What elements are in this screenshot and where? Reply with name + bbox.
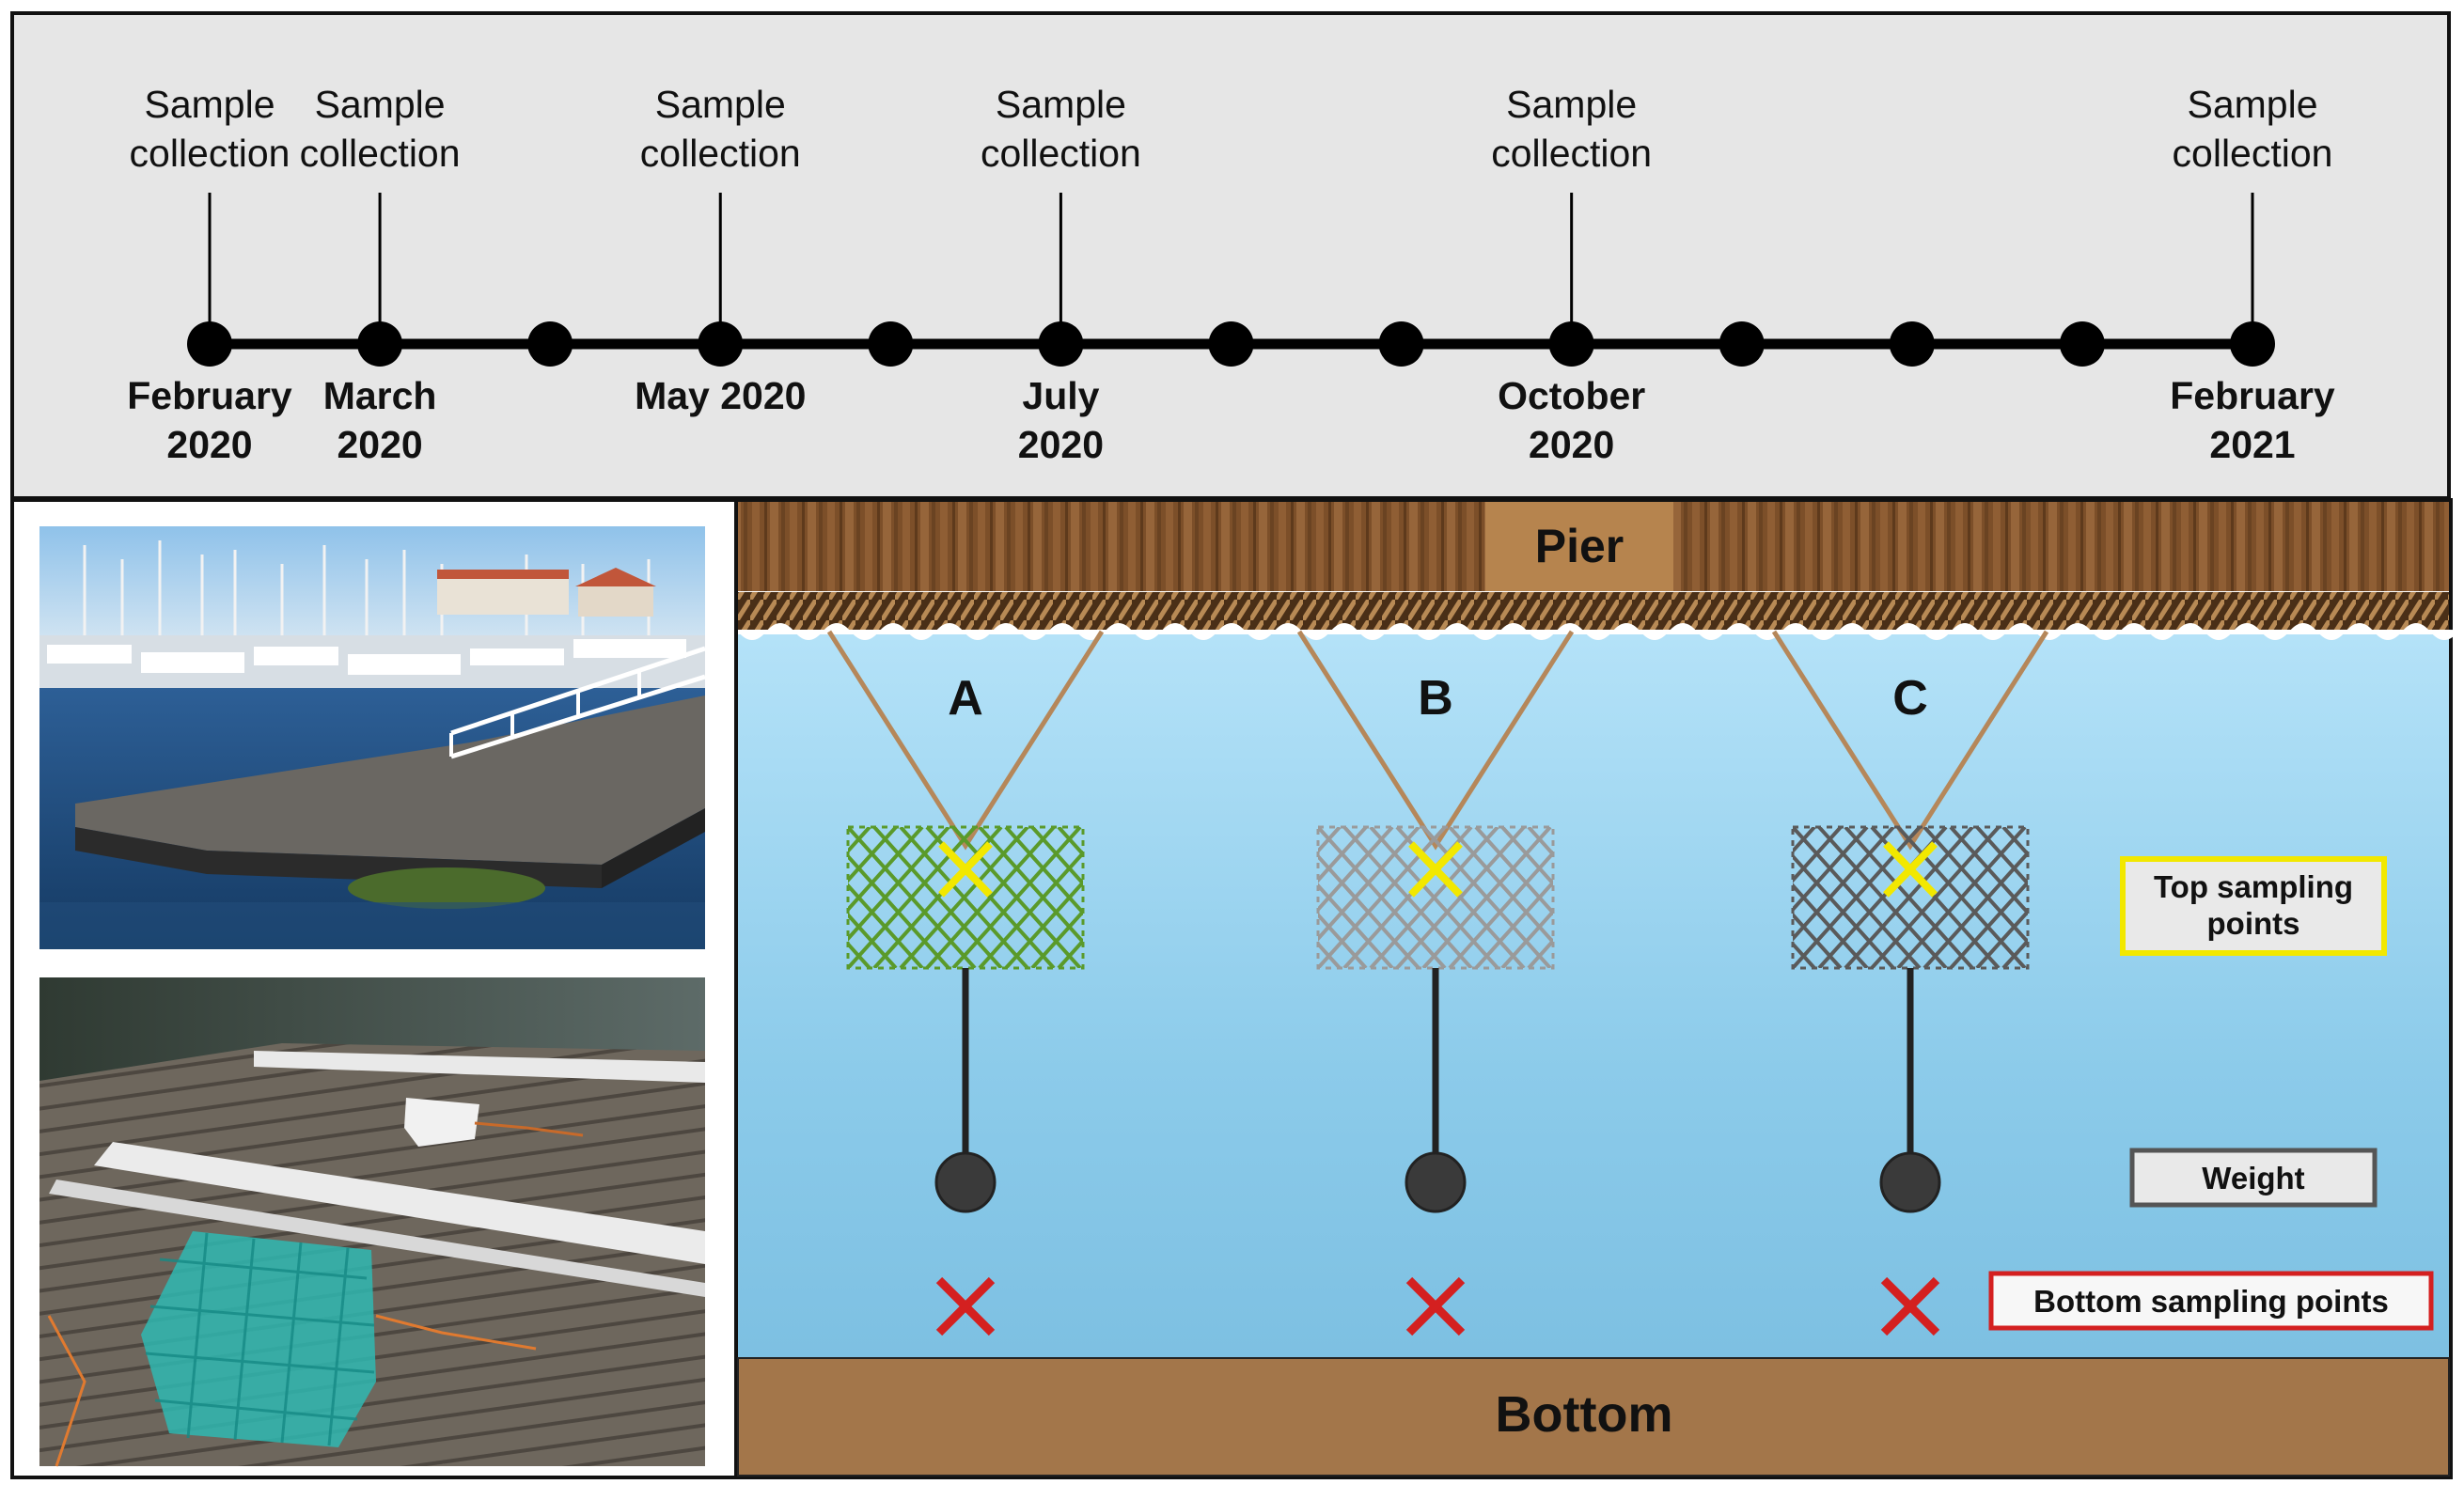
top-sampling-marker [1883,841,1938,898]
timeline-dot [2230,321,2275,367]
timeline-date-label: July [1022,374,1099,417]
net-outline [1316,825,1555,970]
timeline-date-label: 2020 [337,423,422,466]
legend-top-sampling-line2: points [2207,906,2300,941]
sample-collection-label: collection [300,132,461,175]
sample-collection-label: collection [130,132,290,175]
timeline-date-label: February [2170,374,2335,417]
timeline-panel [10,11,2451,500]
sample-collection-label: Sample [655,83,786,126]
timeline-dot [1719,321,1765,367]
sample-collection-label: Sample [996,83,1126,126]
marina-photo [39,526,706,949]
legend: Top sampling points Weight Bottom sampli… [1988,856,2434,1331]
legend-weight: Weight [2202,1161,2304,1195]
timeline-date-label: May 2020 [635,374,806,417]
net-mesh [1318,827,1553,968]
net-label: C [1892,671,1928,726]
bottom-sampling-marker [1880,1276,1940,1336]
legend-weight-box [2129,1148,2378,1208]
weight [1405,1151,1467,1213]
timeline-dot [698,321,744,367]
timeline-date-label: 2020 [1529,423,1614,466]
timeline-dot [527,321,573,367]
timeline-dot [1889,321,1935,367]
timeline-dot [1208,321,1254,367]
sample-collection-label: collection [2173,132,2333,175]
net-outline [846,825,1085,970]
water-surface [738,623,2464,640]
sample-collection-label: Sample [144,83,275,126]
weight [934,1151,997,1213]
hanging-lines [826,630,1105,851]
sample-collection-label: collection [981,132,1141,175]
timeline-dot [187,321,232,367]
legend-bottom-sampling-box [1988,1271,2434,1331]
sample-collection-label: Sample [2187,83,2317,126]
timeline-date-label: March [323,374,437,417]
timeline-date-label: 2020 [1018,423,1104,466]
bottom-sampling-marker [1405,1276,1466,1336]
top-sampling-marker [1408,841,1463,898]
legend-top-sampling-line1: Top sampling [2154,869,2353,904]
timeline-date-label: 2020 [166,423,252,466]
pier-label: Pier [1535,520,1624,572]
top-sampling-marker [938,841,993,898]
timeline-dot [868,321,914,367]
weight [1879,1151,1941,1213]
net-on-dock-photo [39,977,705,1467]
net-outline [1791,825,2030,970]
timeline-dot [1378,321,1424,367]
water [738,634,2449,1358]
sample-collection-label: collection [1491,132,1652,175]
net-label: A [948,671,983,726]
timeline-date-label: February [127,374,292,417]
timeline-date-label: October [1498,374,1645,417]
bottom-label: Bottom [1496,1386,1673,1443]
net-assembly-a: A [826,630,1105,1336]
rope [738,592,2449,630]
net-assemblies: A B C [826,630,2049,1336]
timeline-dot [357,321,403,367]
timeline-dot [1548,321,1594,367]
timeline-date-label: 2021 [2209,423,2295,466]
hanging-lines [1296,630,1575,851]
net-assembly-c: C [1771,630,2049,1336]
seabed [737,1357,2450,1477]
timeline-dot [1038,321,1084,367]
bottom-sampling-marker [935,1276,996,1336]
hanging-lines [1771,630,2049,851]
timeline-dot [2059,321,2105,367]
legend-bottom-sampling: Bottom sampling points [2033,1284,2389,1319]
legend-top-sampling-box [2120,856,2387,956]
sample-collection-label: collection [640,132,801,175]
net-label: B [1418,671,1453,726]
pier-label-plate [1485,502,1673,591]
net-assembly-b: B [1296,630,1575,1336]
sample-collection-label: Sample [1506,83,1637,126]
sample-collection-label: Sample [315,83,446,126]
